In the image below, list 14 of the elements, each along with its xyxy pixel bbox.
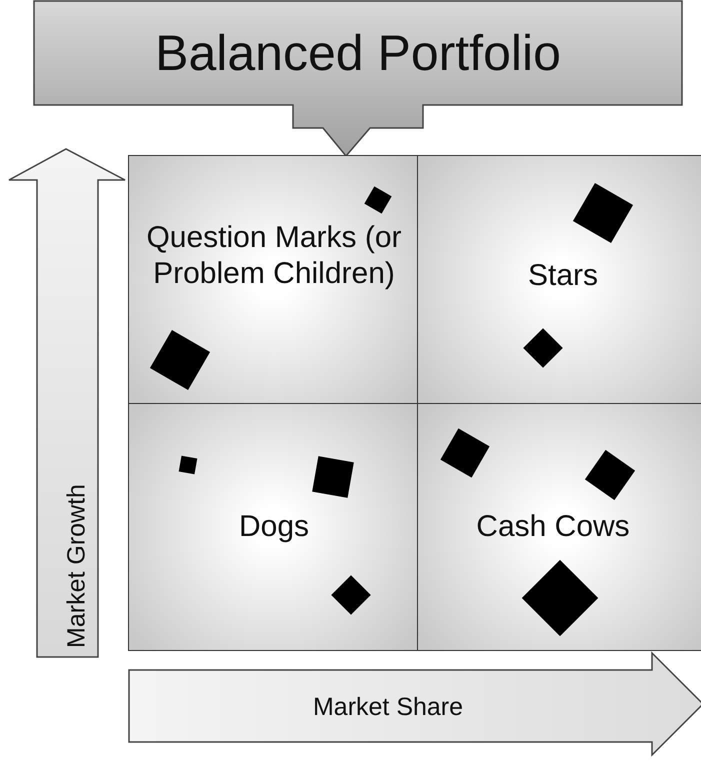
quadrant-label: Dogs — [238, 509, 310, 545]
matrix-quadrant — [128, 403, 418, 651]
quadrant-label: Stars — [526, 258, 600, 294]
axis-arrow — [8, 148, 126, 658]
title-text: Balanced Portfolio — [154, 24, 562, 82]
matrix-quadrant — [417, 155, 701, 404]
axis-label: Market Share — [312, 692, 464, 723]
title-arrow — [33, 0, 683, 157]
axis-arrow — [128, 652, 701, 756]
quadrant-label: Cash Cows — [475, 509, 631, 545]
matrix-quadrant — [417, 403, 701, 651]
quadrant-label: Question Marks (or Problem Children) — [145, 220, 403, 292]
matrix-quadrant — [128, 155, 418, 404]
axis-label: Market Growth — [61, 482, 91, 650]
